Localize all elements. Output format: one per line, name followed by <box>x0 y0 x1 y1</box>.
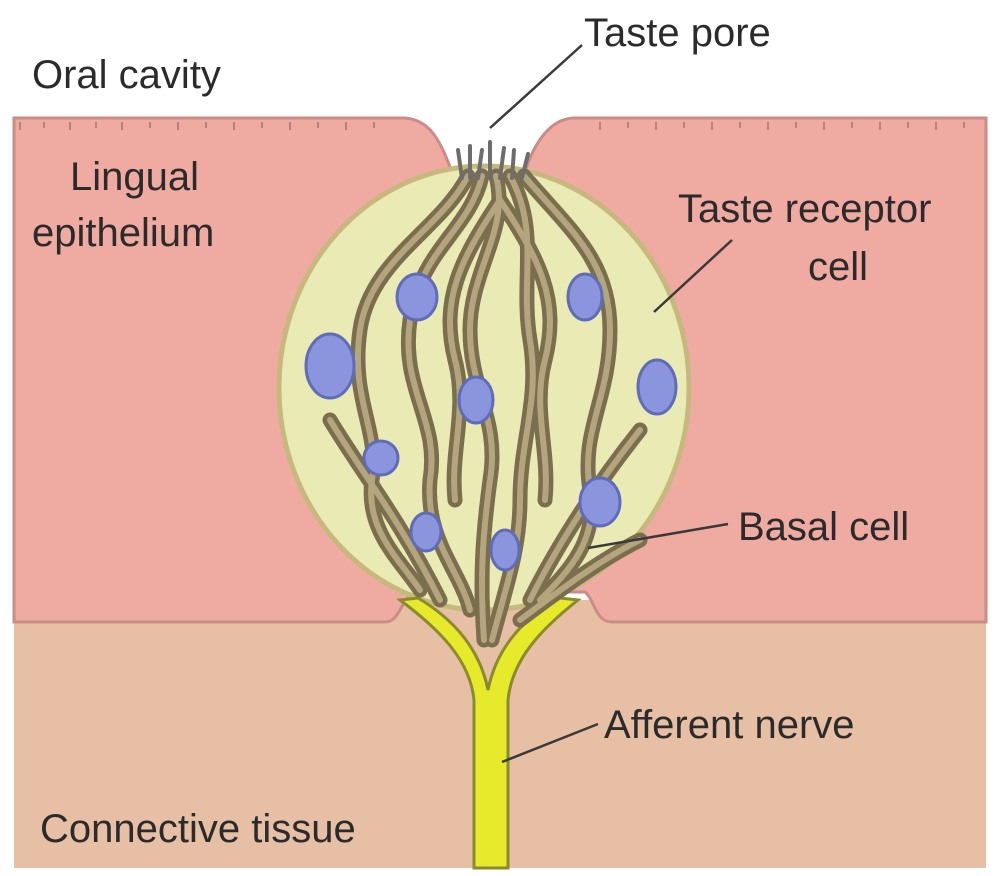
taste-receptor-cell-leader <box>653 239 733 313</box>
basal-cell-label: Basal cell <box>738 505 909 549</box>
lingual-epithelium-label-line1: Lingual <box>70 155 199 199</box>
taste-receptor-cell-label-line2: cell <box>808 245 868 289</box>
taste-pore-leader <box>489 44 583 129</box>
nucleus <box>409 511 443 553</box>
taste-pore-microvilli <box>456 140 530 180</box>
nucleus <box>395 272 439 322</box>
epithelium-surface-texture <box>19 122 965 130</box>
lingual-epithelium-label-line2: epithelium <box>32 211 214 255</box>
basal-cell-leader <box>587 522 729 550</box>
oral-cavity-label: Oral cavity <box>32 53 221 97</box>
nucleus <box>362 439 400 477</box>
nucleus <box>457 375 495 425</box>
nucleus <box>578 476 622 528</box>
taste-receptor-cell-label-line1: Taste receptor <box>678 187 931 231</box>
connective-tissue-label: Connective tissue <box>40 807 356 851</box>
taste-pore-label: Taste pore <box>584 11 771 55</box>
nucleus <box>566 272 604 322</box>
afferent-nerve-label: Afferent nerve <box>604 703 855 747</box>
nucleus <box>489 528 521 572</box>
nucleus <box>636 358 678 416</box>
cell-nuclei <box>304 272 678 572</box>
afferent-nerve <box>396 596 582 870</box>
afferent-nerve-leader <box>501 722 599 764</box>
nucleus <box>304 332 356 400</box>
